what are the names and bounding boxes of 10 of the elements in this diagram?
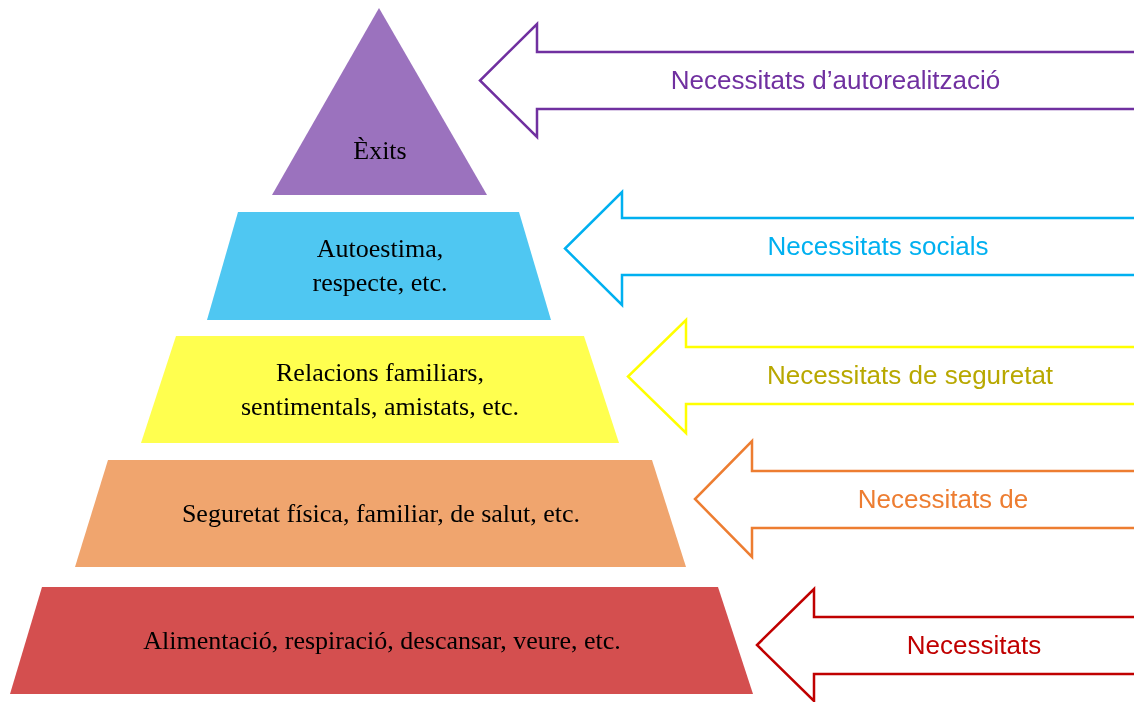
- need-label: Necessitats: [906, 630, 1042, 661]
- level-label: Èxits: [353, 135, 407, 168]
- level-label: Autoestima, respecte, etc.: [311, 233, 449, 299]
- need-label: Necessitats de seguretat: [766, 360, 1054, 391]
- need-label: Necessitats socials: [767, 231, 989, 262]
- need-label: Necessitats de: [857, 484, 1029, 515]
- level-label: Seguretat física, familiar, de salut, etc.: [181, 498, 581, 531]
- level-label: Relacions familiars, sentimentals, amistats, etc.: [240, 357, 520, 423]
- level-label: Alimentació, respiració, descansar, veure, etc.: [143, 625, 621, 658]
- need-label: Necessitats d’autorealització: [670, 65, 1001, 96]
